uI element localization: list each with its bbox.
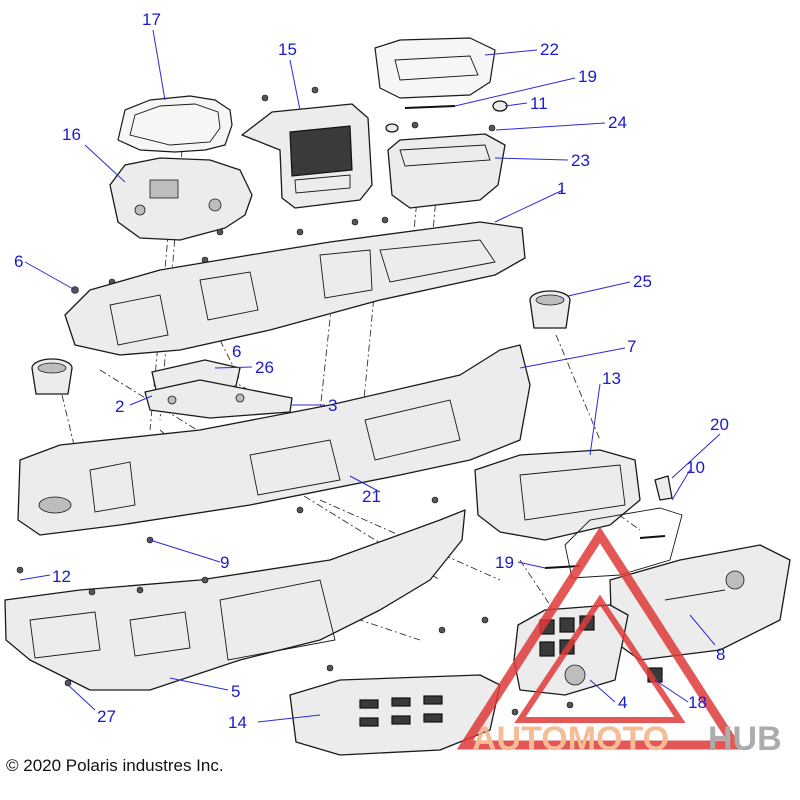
callout-2: 2 bbox=[115, 397, 124, 416]
callout-15: 15 bbox=[278, 40, 297, 59]
watermark-word-hub: HUB bbox=[708, 720, 782, 758]
watermark-triangle-icon bbox=[456, 526, 744, 750]
callout-6-lower: 6 bbox=[232, 342, 241, 361]
callout-8: 8 bbox=[716, 645, 725, 664]
part-15-display-unit bbox=[241, 103, 373, 209]
part-23-storage-bin bbox=[387, 133, 506, 209]
callout-17: 17 bbox=[142, 10, 161, 29]
part-2-3-mount-brackets bbox=[144, 379, 293, 419]
automotohub-watermark: AUTOMOTO HUB bbox=[456, 526, 782, 758]
callout-20: 20 bbox=[710, 415, 729, 434]
callout-labels: 17 15 22 19 11 24 16 23 1 6 25 6 7 26 13… bbox=[14, 10, 729, 732]
cup-holder-left bbox=[31, 358, 73, 395]
hardware-fasteners-lower bbox=[16, 496, 666, 716]
callout-leaders bbox=[19, 29, 721, 723]
part-17-cluster-bezel bbox=[117, 95, 233, 153]
callout-19-upper: 19 bbox=[578, 67, 597, 86]
callout-1: 1 bbox=[557, 179, 566, 198]
part-10-gasket bbox=[564, 507, 683, 579]
part-16-cluster-housing bbox=[109, 157, 253, 241]
callout-7: 7 bbox=[627, 337, 636, 356]
part-14-lower-tray bbox=[289, 674, 501, 756]
callout-21: 21 bbox=[362, 487, 381, 506]
part-22-storage-lid bbox=[374, 37, 496, 99]
part-8-right-panel bbox=[609, 544, 791, 661]
part-20-clip bbox=[654, 475, 673, 501]
part-13-gauge-trim bbox=[474, 449, 641, 541]
callout-3: 3 bbox=[328, 396, 337, 415]
callout-11: 11 bbox=[530, 94, 548, 113]
callout-26: 26 bbox=[255, 358, 274, 377]
callout-19-lower: 19 bbox=[495, 553, 514, 572]
callout-14: 14 bbox=[228, 713, 247, 732]
callout-4: 4 bbox=[618, 693, 627, 712]
callout-16: 16 bbox=[62, 125, 81, 144]
callout-27: 27 bbox=[97, 707, 116, 726]
part-1-upper-dash bbox=[64, 221, 526, 356]
callout-23: 23 bbox=[571, 151, 590, 170]
part-25-cup-holder-right bbox=[529, 290, 571, 329]
part-7-main-dash-frame bbox=[17, 344, 531, 536]
callout-6-upper: 6 bbox=[14, 252, 23, 271]
callout-5: 5 bbox=[231, 682, 240, 701]
callout-18: 18 bbox=[688, 693, 707, 712]
callout-12: 12 bbox=[52, 567, 71, 586]
callout-25: 25 bbox=[633, 272, 652, 291]
callout-24: 24 bbox=[608, 113, 627, 132]
callout-10: 10 bbox=[686, 458, 705, 477]
callout-13: 13 bbox=[602, 369, 621, 388]
callout-22: 22 bbox=[540, 40, 559, 59]
watermark-word-automoto: AUTOMOTO bbox=[472, 720, 669, 758]
copyright-notice: © 2020 Polaris industres Inc. bbox=[6, 756, 224, 775]
part-5-lower-dash bbox=[4, 509, 466, 691]
callout-9: 9 bbox=[220, 553, 229, 572]
